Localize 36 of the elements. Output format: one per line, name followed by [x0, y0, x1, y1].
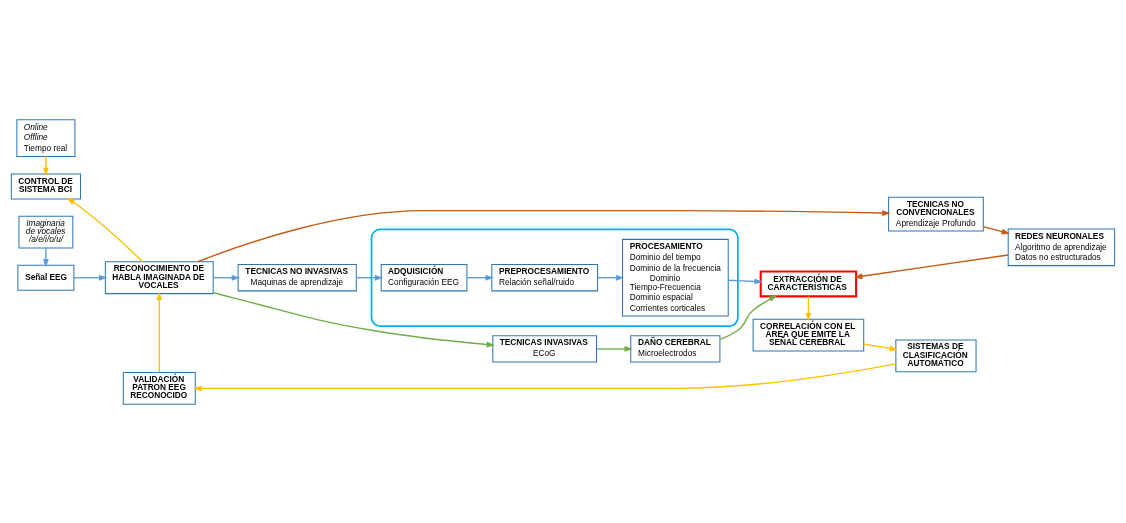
node-box: TECNICAS NO INVASIVAS Maquinas de aprendizaje [237, 263, 357, 291]
arrow [854, 253, 1009, 279]
arrow [863, 342, 898, 351]
cluster [370, 227, 739, 327]
node-box: Señal EEG [17, 264, 75, 291]
arrow [66, 197, 144, 262]
arrow [197, 209, 891, 262]
arrow [73, 274, 108, 281]
node-box: PREPROCESAMIENTO Relación señal/ruido [491, 263, 599, 291]
node-box: VALIDACIÓN PATRON EEG RECONOCIDO [122, 371, 196, 405]
node-box: CORRELACIÓN CON EL ÁREA QUE EMITE LA SEÑAL CEREBRAL [752, 318, 865, 351]
arrow [43, 155, 49, 176]
node-box: DAÑO CEREBRAL Microelectrodos [630, 334, 721, 363]
arrow [466, 274, 494, 281]
arrow [193, 362, 897, 391]
node-box: ADQUISICIÓN Configuración EEG [380, 263, 468, 291]
arrow [982, 225, 1011, 234]
node-box: REDES NEURONALES Algoritmo de aprendizaje Datos no estructurados [1007, 227, 1116, 266]
arrow [212, 274, 241, 281]
node-box: TECNICAS INVASIVAS ECoG [492, 334, 598, 363]
arrow [727, 278, 763, 284]
arrow [595, 345, 633, 352]
node-box: CONTROL DE SISTEMA BCI [10, 173, 81, 199]
node-box: PROCESAMIENTO Dominio del tiempo Dominio de la frecuencia Dominio Tiempo-Frecuencia Dominio espacial Corrientes corticales [621, 238, 729, 317]
arrow [355, 274, 384, 281]
node-box: Imaginaria de vocales /a/e/i/o/u/ [18, 215, 74, 248]
node-box: TECNICAS NO CONVENCIONALES Aprendizaje Profundo [888, 196, 984, 232]
arrow [719, 294, 778, 340]
arrow [156, 291, 163, 373]
arrow [596, 274, 625, 281]
arrow [212, 291, 495, 347]
node-box: RECONOCIMIENTO DE HABLA IMAGINADA DE VOCALES [104, 260, 214, 294]
node-box: Online Offline Tiempo real [16, 118, 76, 157]
node-box: EXTRACCIÓN DE CARACTERÍSTICAS [759, 269, 858, 297]
node-box: SISTEMAS DE CLASIFICACIÓN AUTOMÁTICO [895, 338, 977, 372]
arrow [43, 246, 49, 267]
